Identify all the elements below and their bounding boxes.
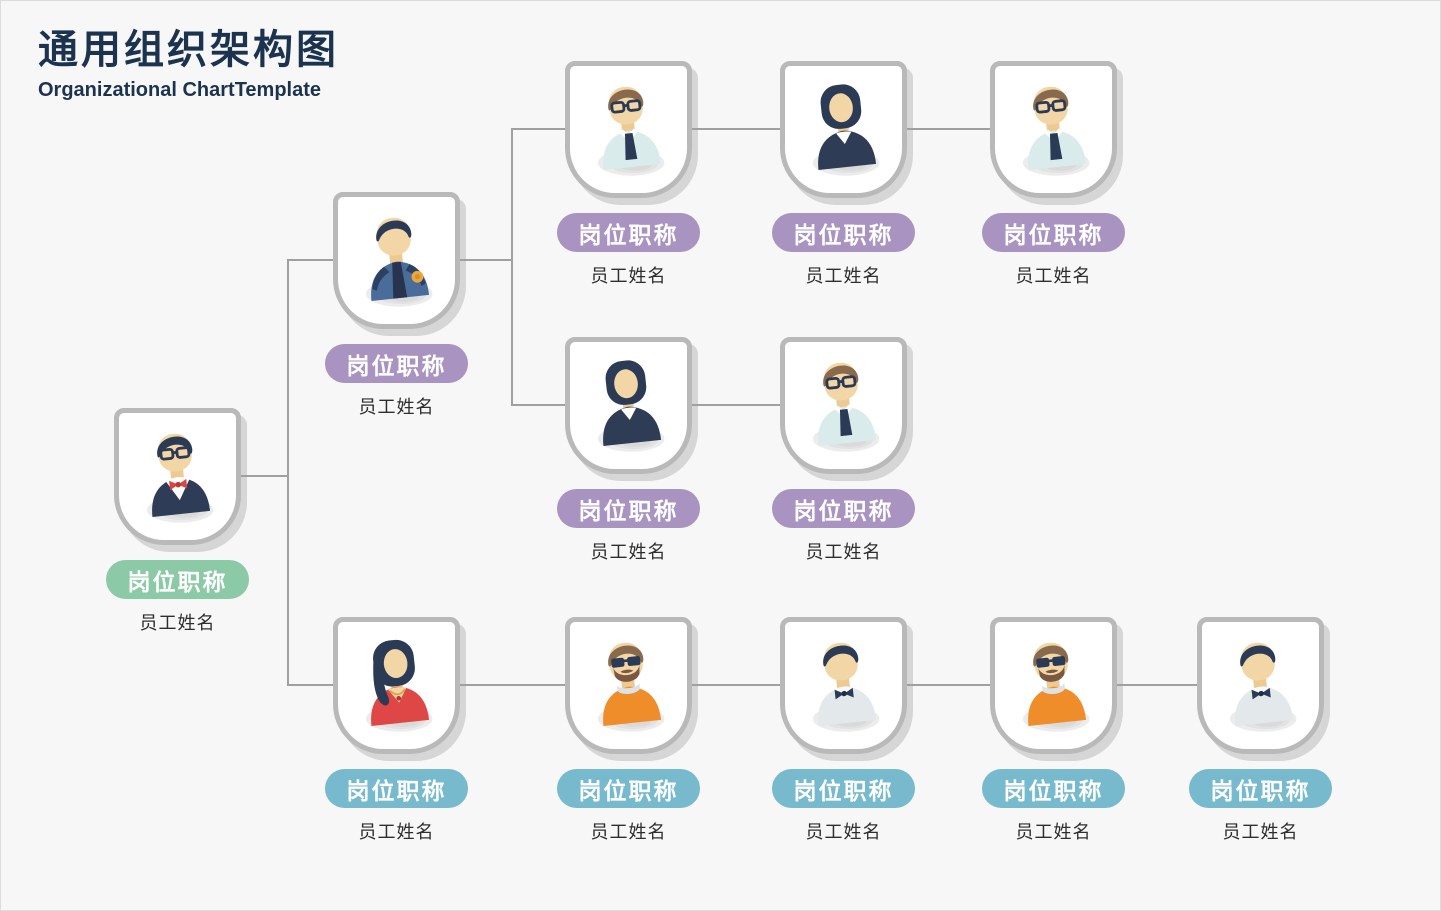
employee-name: 员工姓名	[590, 822, 667, 842]
org-node-mid-row-2[interactable]: 岗位职称 员工姓名	[772, 337, 915, 564]
avatar-card	[780, 337, 907, 474]
org-node-bottom-row-4[interactable]: 岗位职称 员工姓名	[982, 617, 1125, 844]
org-node-mid-row-1[interactable]: 岗位职称 员工姓名	[557, 337, 700, 564]
org-node-bottom-row-2[interactable]: 岗位职称 员工姓名	[557, 617, 700, 844]
employee-name: 员工姓名	[358, 397, 435, 417]
org-node-root[interactable]: 岗位职称 员工姓名	[106, 408, 249, 635]
position-badge: 岗位职称	[557, 213, 700, 252]
avatar-woman-red-top-icon	[341, 633, 453, 736]
page-title: 通用组织架构图	[38, 28, 339, 72]
position-badge: 岗位职称	[772, 213, 915, 252]
employee-name: 员工姓名	[1015, 266, 1092, 286]
position-badge: 岗位职称	[982, 213, 1125, 252]
avatar-man-sunglasses-beard-icon	[998, 633, 1110, 736]
avatar-card	[114, 408, 241, 545]
position-badge: 岗位职称	[557, 489, 700, 528]
avatar-woman-bob-icon	[573, 353, 685, 456]
connector-top-1-2	[692, 128, 780, 130]
avatar-card	[333, 617, 460, 754]
avatar-card	[780, 61, 907, 198]
position-badge: 岗位职称	[1189, 769, 1332, 808]
connector-trunk-vertical	[287, 259, 289, 686]
avatar-man-shirt-tie-icon	[573, 77, 685, 180]
connector-top-row-in	[511, 128, 565, 130]
org-node-branch-bottom[interactable]: 岗位职称 员工姓名	[325, 617, 468, 844]
org-node-bottom-row-3[interactable]: 岗位职称 员工姓名	[772, 617, 915, 844]
position-badge: 岗位职称	[772, 489, 915, 528]
avatar-card	[333, 192, 460, 329]
employee-name: 员工姓名	[139, 613, 216, 633]
connector-bottom-4-5	[1117, 684, 1197, 686]
position-badge: 岗位职称	[772, 769, 915, 808]
org-node-top-row-1[interactable]: 岗位职称 员工姓名	[557, 61, 700, 288]
connector-bottom-3-4	[907, 684, 990, 686]
avatar-man-police-icon	[341, 208, 453, 311]
employee-name: 员工姓名	[590, 542, 667, 562]
connector-branch-top-out	[460, 259, 513, 261]
position-badge: 岗位职称	[557, 769, 700, 808]
avatar-man-sunglasses-beard-icon	[573, 633, 685, 736]
org-node-branch-top[interactable]: 岗位职称 员工姓名	[325, 192, 468, 419]
avatar-card	[990, 61, 1117, 198]
connector-top-2-3	[907, 128, 990, 130]
avatar-woman-bob-icon	[788, 77, 900, 180]
position-badge: 岗位职称	[982, 769, 1125, 808]
avatar-card	[780, 617, 907, 754]
avatar-card	[990, 617, 1117, 754]
org-node-top-row-2[interactable]: 岗位职称 员工姓名	[772, 61, 915, 288]
position-badge: 岗位职称	[106, 560, 249, 599]
employee-name: 员工姓名	[805, 542, 882, 562]
employee-name: 员工姓名	[358, 822, 435, 842]
avatar-man-suit-red-bowtie-icon	[122, 424, 234, 527]
avatar-man-grey-shirt-bowtie-icon	[1205, 633, 1317, 736]
avatar-card	[565, 617, 692, 754]
connector-bottom-2-3	[692, 684, 780, 686]
connector-mid-row-in	[511, 404, 565, 406]
connector-bottom-1-2	[460, 684, 565, 686]
connector-branch-top	[287, 259, 333, 261]
employee-name: 员工姓名	[805, 266, 882, 286]
position-badge: 岗位职称	[325, 769, 468, 808]
org-node-bottom-row-5[interactable]: 岗位职称 员工姓名	[1189, 617, 1332, 844]
header: 通用组织架构图 Organizational ChartTemplate	[38, 28, 339, 102]
page-subtitle: Organizational ChartTemplate	[38, 79, 322, 101]
employee-name: 员工姓名	[1222, 822, 1299, 842]
org-node-top-row-3[interactable]: 岗位职称 员工姓名	[982, 61, 1125, 288]
connector-branch-bottom	[287, 684, 333, 686]
connector-root-trunk	[241, 475, 289, 477]
connector-mid-1-2	[692, 404, 780, 406]
avatar-man-shirt-tie-icon	[998, 77, 1110, 180]
avatar-card	[565, 337, 692, 474]
avatar-man-shirt-tie-icon	[788, 353, 900, 456]
avatar-card	[1197, 617, 1324, 754]
employee-name: 员工姓名	[805, 822, 882, 842]
connector-subtrunk-vertical	[511, 128, 513, 406]
avatar-card	[565, 61, 692, 198]
employee-name: 员工姓名	[590, 266, 667, 286]
avatar-man-grey-shirt-bowtie-icon	[788, 633, 900, 736]
position-badge: 岗位职称	[325, 344, 468, 383]
employee-name: 员工姓名	[1015, 822, 1092, 842]
